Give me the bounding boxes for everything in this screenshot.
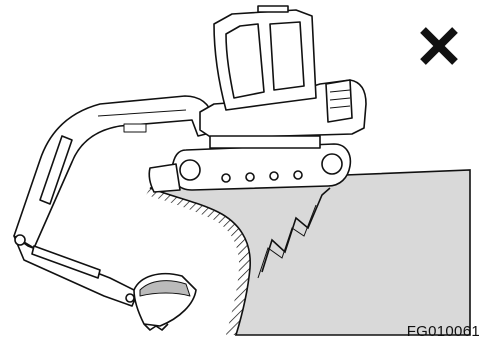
ground-fill (150, 170, 470, 335)
ground-cliff (146, 170, 470, 335)
figure-code-label: FG010061 (407, 323, 480, 340)
cab-window-side (270, 22, 304, 90)
cab-window-front (226, 24, 264, 98)
engine-grille (326, 80, 352, 122)
dozer-blade (149, 164, 180, 192)
prohibited-x-mark (423, 30, 455, 62)
